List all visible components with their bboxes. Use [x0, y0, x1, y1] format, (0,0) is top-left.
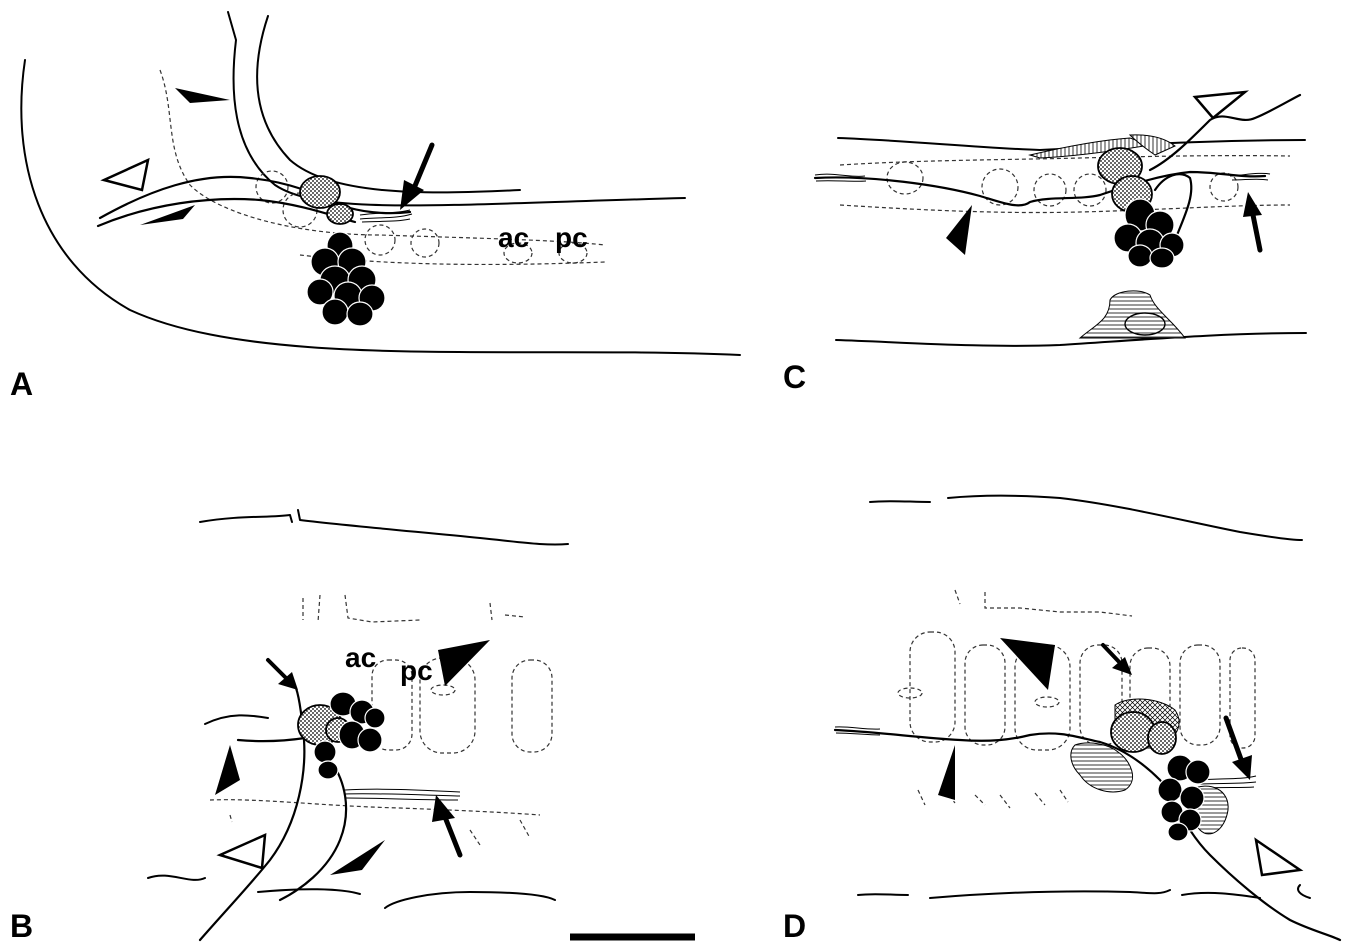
panel-d-top-contour — [870, 496, 1302, 540]
panel-b-open-arrowhead — [220, 835, 265, 868]
panel-c-bottom-contour — [836, 333, 1306, 346]
panel-a-label-pc: pc — [555, 222, 588, 253]
panel-a-nerve-fiber — [100, 177, 410, 218]
panel-d-arrow — [1226, 718, 1252, 780]
panel-a-arrowhead-upper — [175, 88, 230, 103]
panel-c-letter: C — [783, 359, 806, 395]
panel-b: ac pc B — [10, 510, 568, 944]
panel-c-dashed-cells — [887, 162, 1238, 206]
panel-d-small-arrow — [1103, 645, 1132, 675]
panel-b-nerve-fiber-branch — [280, 760, 346, 900]
panel-b-letter: B — [10, 908, 33, 944]
panel-d-letter: D — [783, 908, 806, 944]
panel-a-outer-contour — [21, 60, 740, 355]
panel-b-left-contour — [205, 715, 268, 724]
panel-b-small-arrow — [268, 660, 298, 690]
panel-a-inner-contour-1 — [228, 12, 685, 205]
panel-c-open-arrowhead — [1195, 92, 1245, 118]
panel-b-bottom-contour — [148, 876, 555, 908]
panel-c: C — [783, 92, 1306, 395]
panel-a-arrowhead-lower — [140, 205, 195, 225]
panel-a-stippled-cells — [300, 176, 353, 224]
panel-b-label-ac: ac — [345, 642, 376, 673]
panel-b-nerve-fiber-horizontal — [238, 738, 305, 741]
panel-b-arrow — [432, 795, 460, 855]
panel-a-inner-contour-2 — [257, 16, 520, 192]
panel-d-open-arrowhead — [1256, 840, 1300, 875]
panel-c-dashed-upper — [840, 156, 1290, 165]
panel-a-dashed-boundary — [160, 70, 605, 245]
panel-a-arrow — [400, 145, 432, 210]
panel-b-top-contour — [200, 510, 568, 545]
panel-a-label-ac: ac — [498, 222, 529, 253]
panel-c-horizontal-hatch — [1080, 291, 1185, 338]
panel-d-arrowhead-large — [1000, 638, 1055, 690]
panel-b-arrowhead-left — [215, 745, 240, 795]
panel-b-nerve-fiber-vertical — [200, 688, 304, 940]
panel-b-label-pc: pc — [400, 655, 433, 686]
panel-a-letter: A — [10, 366, 33, 402]
panel-a-black-cell-cluster — [307, 232, 385, 326]
panel-c-arrow — [1243, 192, 1262, 250]
panel-d: D — [783, 496, 1340, 944]
panel-c-dashed-lower — [840, 205, 1290, 213]
panel-d-arrowhead-left — [938, 745, 955, 800]
panel-b-arrowhead-large — [438, 640, 490, 686]
panel-a-open-arrowhead — [104, 160, 148, 190]
panel-c-arrowhead — [946, 205, 972, 255]
panel-a: ac pc A — [10, 12, 740, 402]
panel-b-fiber-bundle — [345, 789, 460, 800]
panel-d-bottom-contour — [858, 885, 1310, 898]
